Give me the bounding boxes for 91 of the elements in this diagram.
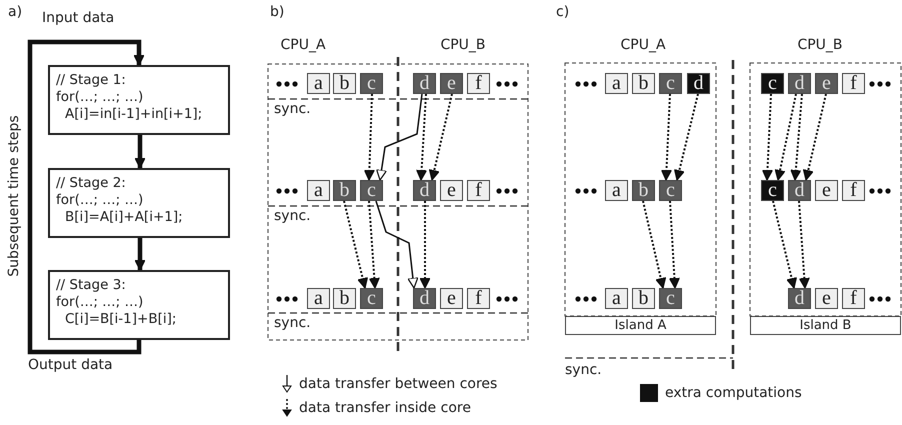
island-label: Island A bbox=[565, 316, 716, 335]
arrow bbox=[674, 94, 699, 181]
array-element: b bbox=[333, 180, 356, 201]
text-label: sync. bbox=[274, 208, 311, 224]
array-element: c bbox=[360, 288, 383, 309]
text-label: sync. bbox=[565, 362, 602, 378]
array-element: f bbox=[467, 180, 490, 201]
arrow bbox=[134, 238, 146, 271]
arrow bbox=[419, 201, 431, 289]
arrow bbox=[134, 135, 146, 169]
array-element: a bbox=[605, 288, 628, 309]
array-element: a bbox=[307, 288, 330, 309]
arrow bbox=[798, 200, 810, 289]
edge-label: Subsequent time steps bbox=[6, 115, 22, 277]
code-box bbox=[48, 270, 230, 340]
arrow bbox=[660, 94, 672, 181]
array-element: f bbox=[467, 288, 490, 309]
array-element: f bbox=[467, 73, 490, 94]
array-element: b bbox=[632, 73, 655, 94]
array-element: d bbox=[788, 288, 811, 309]
array-element: b bbox=[632, 288, 655, 309]
array-element: f bbox=[842, 180, 865, 201]
arrow bbox=[668, 200, 680, 289]
text-label: CPU_B bbox=[797, 37, 843, 53]
array-element: e bbox=[815, 73, 838, 94]
legend-text: extra computations bbox=[665, 385, 802, 401]
arrow bbox=[790, 94, 803, 181]
code-line: for(…; …; …) bbox=[56, 192, 144, 209]
arrow bbox=[375, 200, 418, 289]
text-label: sync. bbox=[274, 101, 311, 117]
array-element: d bbox=[413, 73, 436, 94]
array-element: e bbox=[815, 288, 838, 309]
arrow bbox=[762, 94, 774, 181]
text-label: Input data bbox=[42, 10, 114, 26]
array-element: c bbox=[659, 180, 682, 201]
code-line: for(…; …; …) bbox=[56, 294, 144, 311]
code-line: A[i]=in[i-1]+in[i+1]; bbox=[64, 106, 204, 123]
arrow bbox=[343, 200, 368, 289]
text-label: CPU_A bbox=[280, 37, 326, 53]
code-box bbox=[48, 65, 230, 135]
array-element: a bbox=[605, 180, 628, 201]
array-element: d bbox=[788, 73, 811, 94]
code-line: for(…; …; …) bbox=[56, 89, 144, 106]
island-label: Island B bbox=[750, 316, 901, 335]
arrow bbox=[642, 200, 666, 289]
array-element: d bbox=[413, 288, 436, 309]
code-line: C[i]=B[i-1]+B[i]; bbox=[64, 311, 178, 328]
arrow bbox=[774, 94, 797, 181]
text-label: c) bbox=[556, 4, 570, 20]
array-element: e bbox=[815, 180, 838, 201]
array-element: c bbox=[659, 288, 682, 309]
code-comment: // Stage 1: bbox=[56, 72, 127, 89]
array-element: f bbox=[842, 288, 865, 309]
array-element: c bbox=[761, 73, 784, 94]
arrow bbox=[368, 200, 380, 289]
legend-text: data transfer between cores bbox=[299, 376, 498, 392]
code-line: B[i]=A[i]+A[i+1]; bbox=[64, 209, 184, 226]
array-element: e bbox=[440, 288, 463, 309]
arrow bbox=[376, 94, 423, 181]
code-comment: // Stage 2: bbox=[56, 175, 127, 192]
text-label: sync. bbox=[274, 315, 311, 331]
array-element: b bbox=[632, 180, 655, 201]
array-element: c bbox=[761, 180, 784, 201]
array-element: e bbox=[440, 73, 463, 94]
arrow bbox=[416, 94, 428, 181]
array-element: c bbox=[659, 73, 682, 94]
arrow bbox=[428, 94, 453, 181]
arrow bbox=[364, 94, 375, 181]
text-label: CPU_B bbox=[440, 37, 486, 53]
array-element: a bbox=[605, 73, 628, 94]
array-element: c bbox=[360, 73, 383, 94]
array-element: e bbox=[440, 180, 463, 201]
text-label: a) bbox=[8, 4, 22, 20]
text-label: CPU_A bbox=[620, 37, 666, 53]
text-label: b) bbox=[270, 4, 284, 20]
array-element: a bbox=[307, 180, 330, 201]
arrow bbox=[28, 40, 145, 354]
array-element: b bbox=[333, 288, 356, 309]
arrow bbox=[772, 200, 798, 289]
array-element: d bbox=[687, 73, 710, 94]
legend-text: data transfer inside core bbox=[299, 400, 471, 416]
array-element: b bbox=[333, 73, 356, 94]
array-element: d bbox=[413, 180, 436, 201]
arrow bbox=[802, 94, 827, 181]
code-comment: // Stage 3: bbox=[56, 277, 127, 294]
code-box bbox=[48, 168, 230, 238]
array-element: f bbox=[842, 73, 865, 94]
text-label: Output data bbox=[28, 357, 113, 373]
array-element: a bbox=[307, 73, 330, 94]
array-element: d bbox=[788, 180, 811, 201]
array-element: c bbox=[360, 180, 383, 201]
